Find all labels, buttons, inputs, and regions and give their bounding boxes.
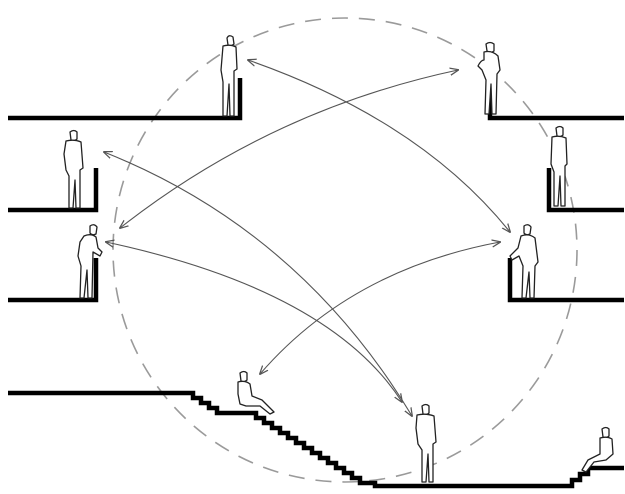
person-standing-ground-center — [415, 403, 437, 483]
sightline-lower-right-to-steps — [260, 242, 500, 374]
person-leaning-lower-left — [77, 224, 103, 299]
sightlines — [104, 60, 510, 416]
person-leaning-lower-right — [509, 224, 539, 299]
person-seated-right-edge — [581, 426, 614, 473]
sightline-upper-left-to-lower-right — [248, 60, 510, 232]
floor-ground-stepped-seating — [8, 390, 624, 489]
person-standing-middle-right — [550, 125, 568, 207]
person-standing-middle-left — [63, 129, 84, 209]
guide-circle — [112, 17, 578, 483]
person-seated-on-steps — [237, 370, 275, 415]
floor-upper-left-balcony — [8, 78, 243, 121]
person-standing-upper-left — [220, 35, 238, 117]
floor-lower-left-balcony — [8, 258, 99, 303]
floor-lower-right-balcony — [507, 258, 624, 303]
person-leaning-upper-right — [477, 41, 501, 115]
figures — [63, 35, 614, 483]
floor-middle-left-balcony — [8, 168, 99, 213]
floor-middle-right-balcony — [546, 168, 624, 213]
sightline-upper-right-to-lower-left — [120, 70, 458, 228]
floor-upper-right-balcony — [487, 78, 624, 121]
sightline-lower-left-to-ground — [106, 242, 402, 402]
